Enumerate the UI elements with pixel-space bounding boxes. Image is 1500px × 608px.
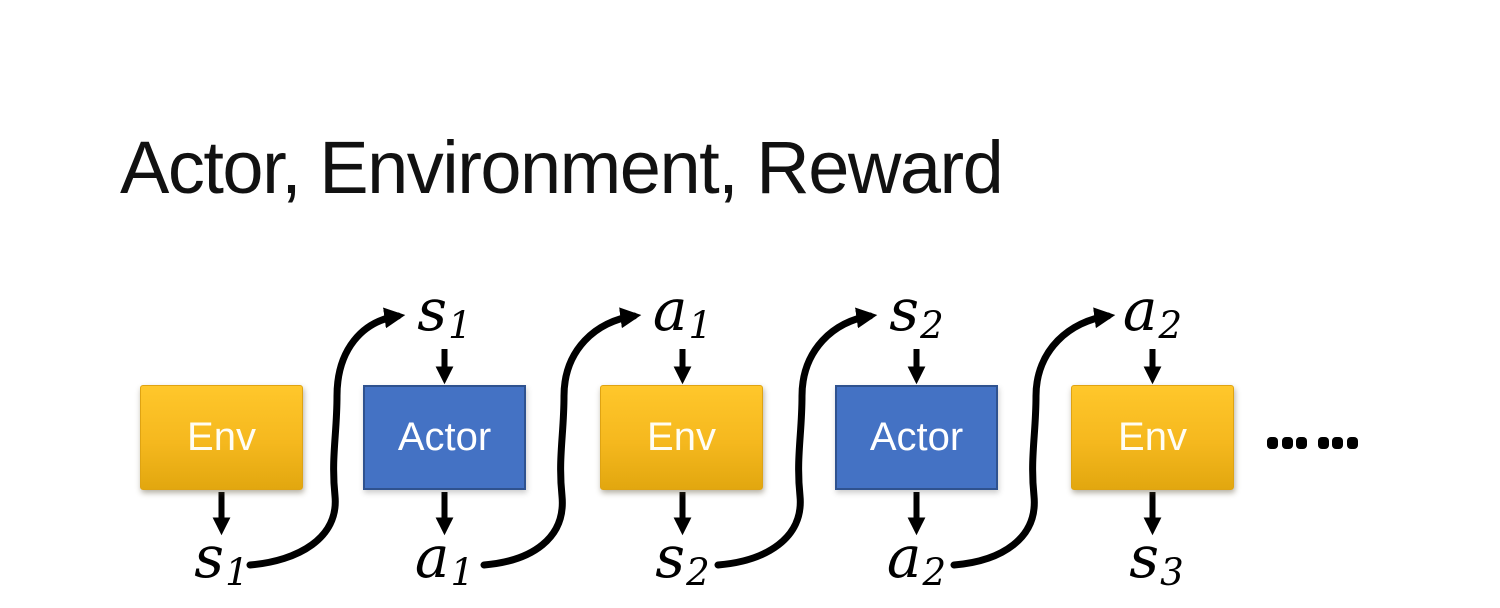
bottom-label-a2-sub: 2 — [922, 551, 947, 595]
top-label-s1: s1 — [385, 281, 505, 344]
slide-title: Actor, Environment, Reward — [120, 126, 1004, 209]
actor-box-2-label: Actor — [869, 415, 964, 459]
bottom-label-a1-sub: 1 — [450, 551, 475, 595]
bottom-label-a2: a2 — [857, 528, 977, 591]
env-box-3-label: Env — [1118, 415, 1187, 459]
curve-arrow-s2 — [714, 307, 878, 569]
dot-icon — [1346, 437, 1358, 449]
bottom-label-s3: s3 — [1097, 528, 1217, 591]
env-box-1: Env — [140, 385, 303, 490]
bottom-label-s1-sub: 1 — [225, 551, 249, 595]
bottom-label-s3-sub: 3 — [1160, 551, 1184, 595]
top-label-s2-base: s — [889, 276, 920, 344]
dot-icon — [1317, 437, 1329, 449]
bottom-label-s2: s2 — [623, 528, 743, 591]
bottom-label-s3-base: s — [1129, 523, 1160, 591]
top-label-s2: s2 — [857, 281, 977, 344]
bottom-label-s2-base: s — [655, 523, 686, 591]
env-box-1-label: Env — [187, 415, 256, 459]
dot-icon — [1296, 437, 1307, 449]
actor-box-1-label: Actor — [397, 415, 492, 459]
curve-arrow-s1 — [246, 307, 406, 569]
top-label-a2-base: a — [1122, 276, 1158, 344]
bottom-label-a1-base: a — [414, 523, 450, 591]
env-box-2: Env — [600, 385, 763, 490]
top-label-s2-sub: 2 — [920, 304, 944, 348]
dot-icon — [1332, 437, 1343, 449]
continuation-dots-icon — [1267, 437, 1358, 449]
top-label-a2: a2 — [1093, 281, 1213, 344]
env-box-3: Env — [1071, 385, 1234, 490]
top-label-a1-base: a — [652, 276, 688, 344]
top-label-a1-sub: 1 — [688, 304, 713, 348]
actor-box-1: Actor — [363, 385, 526, 490]
curve-arrow-a2 — [950, 307, 1116, 569]
bottom-label-a2-base: a — [886, 523, 922, 591]
bottom-label-a1: a1 — [385, 528, 505, 591]
top-label-s1-sub: 1 — [448, 304, 472, 348]
env-box-2-label: Env — [647, 415, 716, 459]
top-label-s1-base: s — [417, 276, 448, 344]
dot-icon — [1281, 437, 1293, 449]
actor-box-2: Actor — [835, 385, 998, 490]
bottom-label-s1: s1 — [162, 528, 282, 591]
bottom-label-s1-base: s — [194, 523, 225, 591]
top-label-a1: a1 — [623, 281, 743, 344]
top-label-a2-sub: 2 — [1158, 304, 1183, 348]
curve-arrow-a1 — [480, 307, 642, 569]
dot-icon — [1267, 437, 1278, 449]
bottom-label-s2-sub: 2 — [686, 551, 710, 595]
